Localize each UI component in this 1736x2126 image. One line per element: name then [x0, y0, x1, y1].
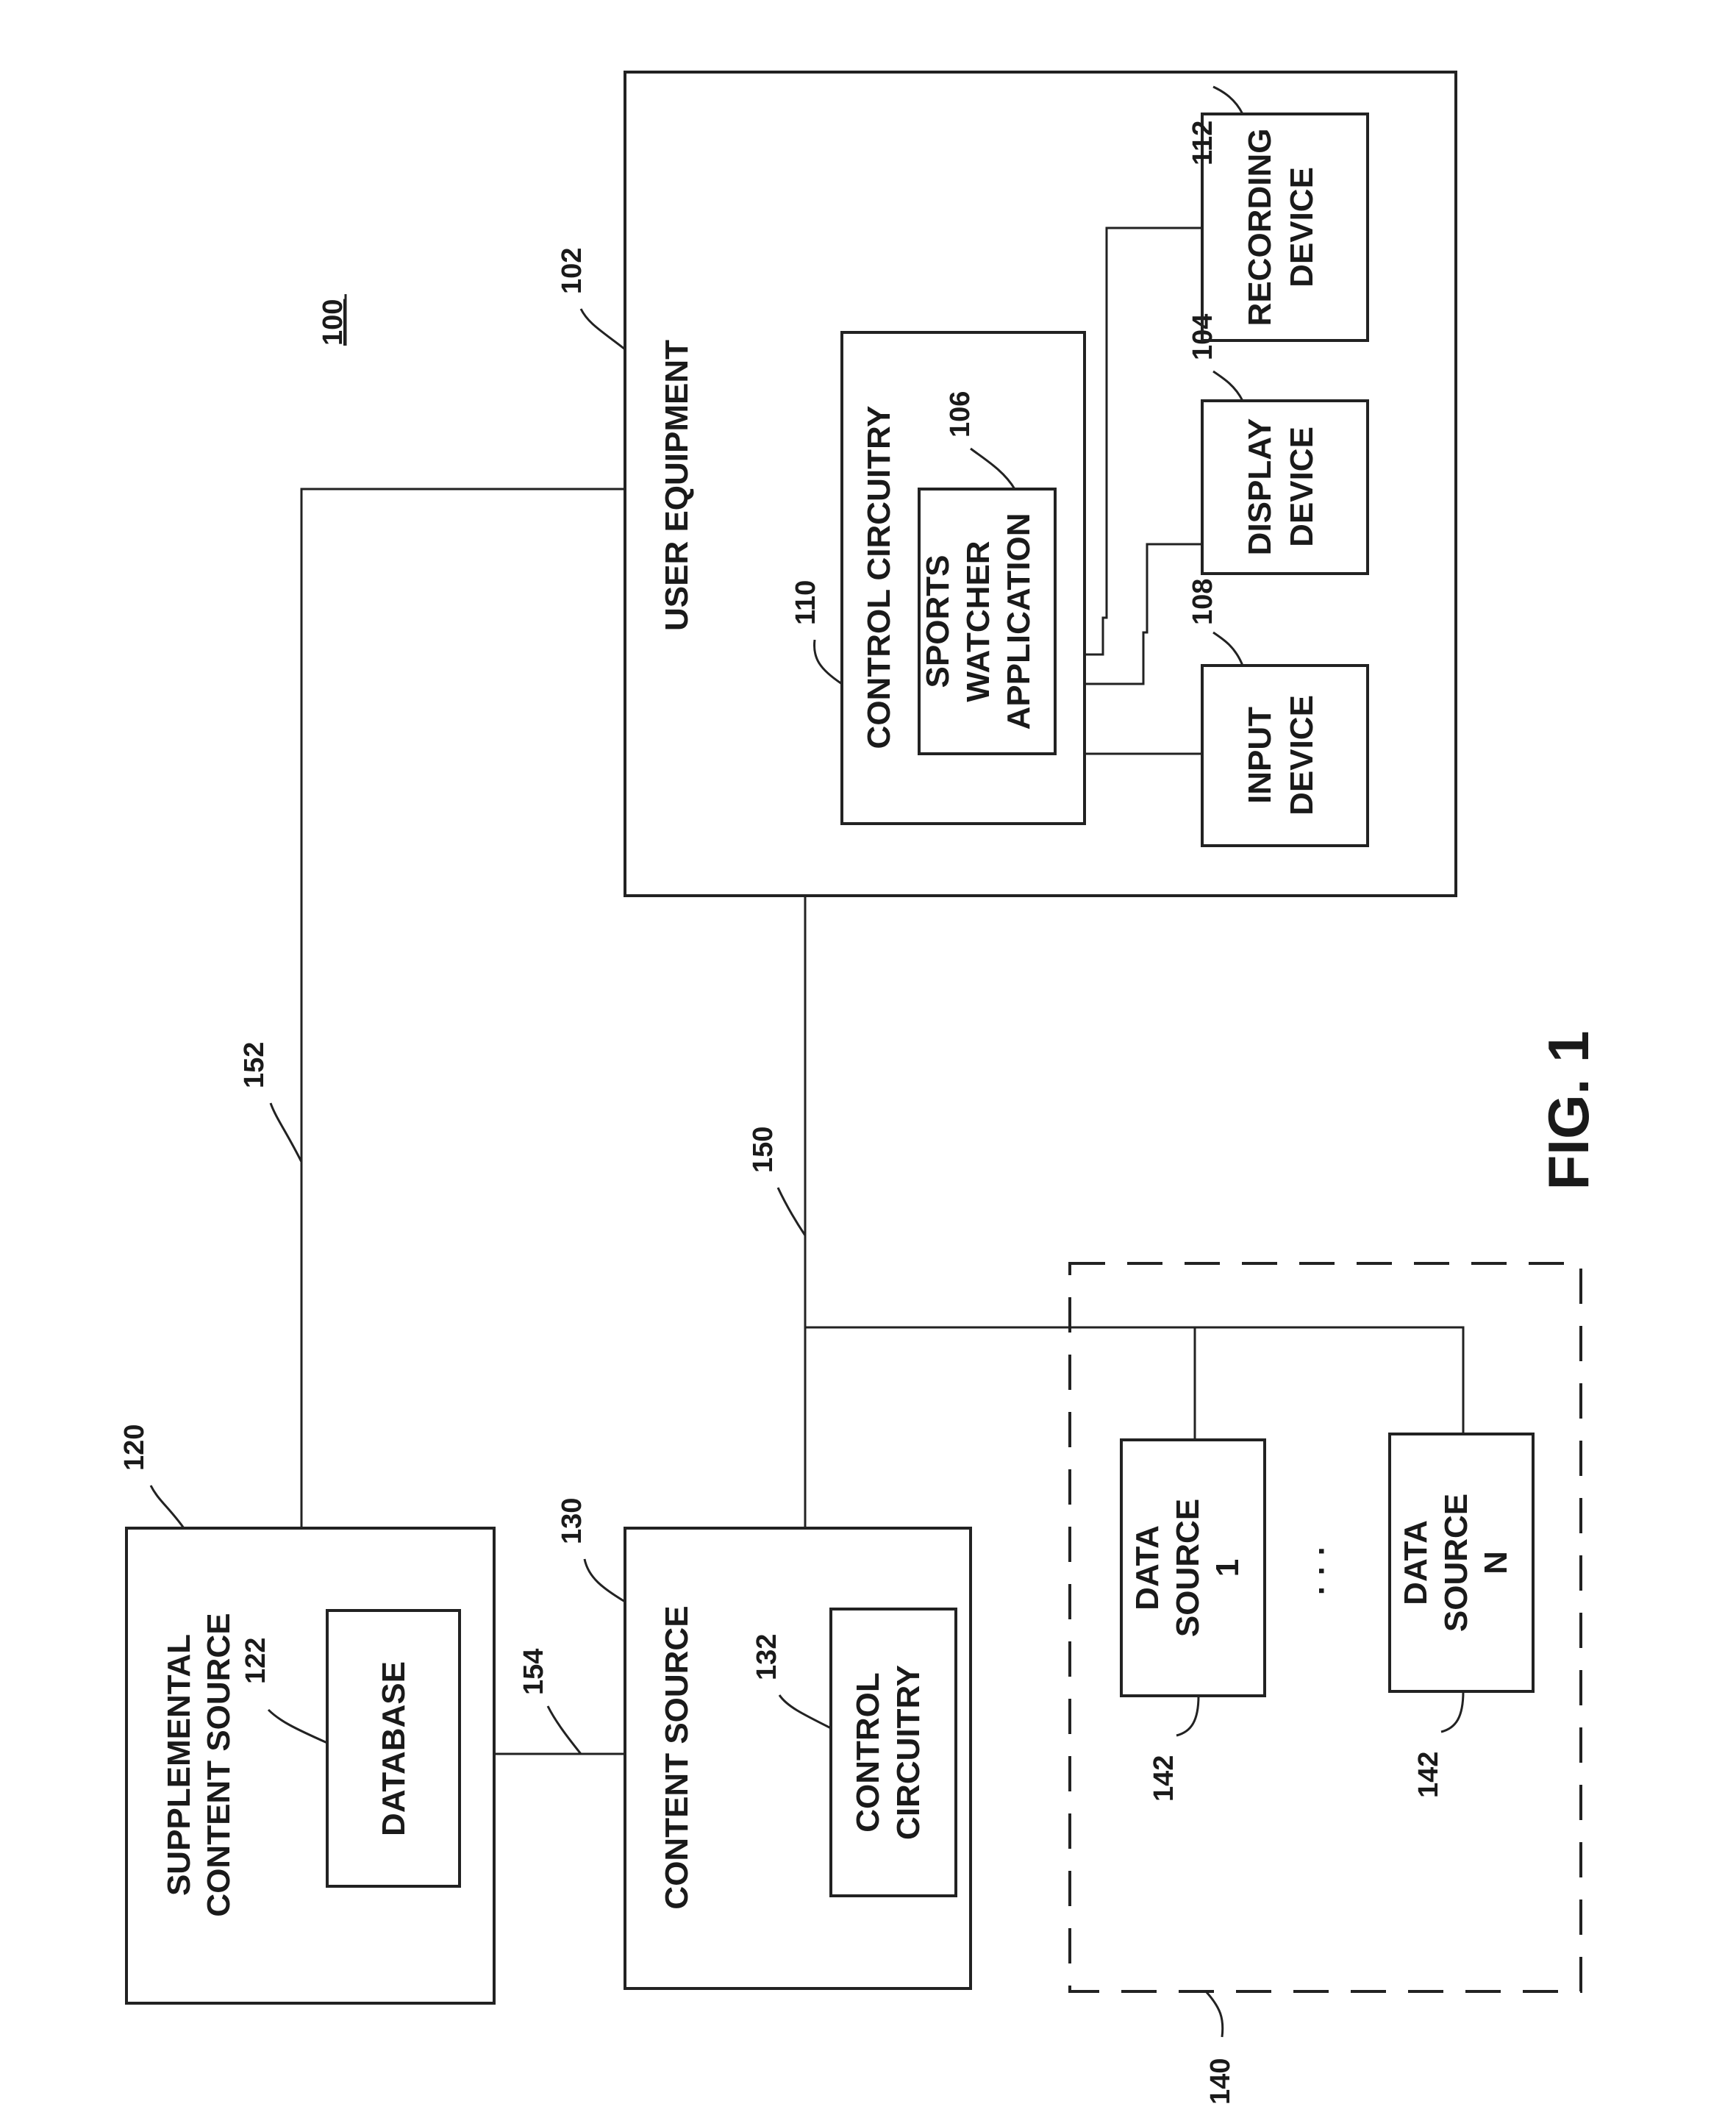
control-circuitry-leader — [814, 640, 842, 684]
content-source-ref: 130 — [557, 1498, 587, 1544]
input-device-leader — [1213, 632, 1243, 666]
data-source-n-line-2: SOURCE — [1438, 1494, 1474, 1632]
data-source-1-line-3: 1 — [1210, 1559, 1246, 1577]
system-ref: 100 — [318, 299, 349, 346]
content-source-control-circuitry-line-2: CIRCUITRY — [890, 1665, 926, 1840]
data-source-n-ref: 142 — [1413, 1752, 1444, 1798]
supplemental-content-source-line-2: CONTENT SOURCE — [201, 1613, 237, 1916]
figure-caption: FIG. 1 — [1536, 1031, 1601, 1191]
content-source-leader — [585, 1559, 625, 1602]
content-source-control-circuitry-line-1: CONTROL — [850, 1672, 886, 1833]
link-154-ref: 154 — [518, 1649, 549, 1695]
data-sources-ellipsis: · · · — [1304, 1545, 1340, 1595]
display-device-leader — [1213, 371, 1243, 401]
control-circuitry-ref: 110 — [790, 580, 821, 625]
input-device-ref: 108 — [1187, 579, 1218, 625]
supplemental-content-source-block: SUPPLEMENTAL CONTENT SOURCE 120 DATABASE… — [119, 1424, 494, 2003]
supplemental-content-source-leader — [151, 1485, 184, 1528]
content-source-control-circuitry-leader — [779, 1695, 831, 1728]
sports-watcher-app-line-1: SPORTS — [920, 555, 956, 688]
content-source-control-circuitry-ref: 132 — [751, 1634, 782, 1680]
input-device-line-1: INPUT — [1242, 707, 1278, 804]
links: 152 150 154 — [239, 489, 1463, 1754]
supplemental-content-source-ref: 120 — [119, 1424, 150, 1471]
app-to-recording-line — [1085, 228, 1202, 654]
data-sources-group-leader — [1206, 1991, 1223, 2037]
data-source-1-line-1: DATA — [1129, 1525, 1165, 1610]
link-150-ref: 150 — [748, 1127, 779, 1173]
recording-device-leader — [1213, 87, 1243, 114]
link-152-leader — [271, 1103, 301, 1162]
data-source-1-ref: 142 — [1149, 1755, 1179, 1802]
data-sources-group-ref: 140 — [1205, 2058, 1236, 2105]
supplemental-content-source-line-1: SUPPLEMENTAL — [161, 1634, 197, 1896]
sports-watcher-app-ref: 106 — [945, 391, 976, 438]
user-equipment-block: USER EQUIPMENT 102 CONTROL CIRCUITRY 110… — [557, 72, 1456, 896]
user-equipment-label: USER EQUIPMENT — [659, 340, 695, 631]
link-152 — [301, 489, 625, 1528]
input-device-line-2: DEVICE — [1284, 695, 1320, 816]
sports-watcher-app-line-2: WATCHER — [960, 541, 996, 702]
recording-device-line-2: DEVICE — [1284, 167, 1320, 288]
content-source-label: CONTENT SOURCE — [659, 1605, 695, 1909]
user-equipment-box — [625, 72, 1456, 896]
sports-watcher-app-leader — [971, 449, 1015, 489]
link-150-leader — [778, 1188, 805, 1235]
data-source-n-line-1: DATA — [1398, 1520, 1434, 1605]
database-ref: 122 — [240, 1638, 271, 1684]
data-sources-block: 140 DATA SOURCE 1 142 DATA SOURCE N 142 … — [1070, 1263, 1581, 2105]
sports-watcher-app-line-3: APPLICATION — [1001, 513, 1037, 730]
data-source-n-line-3: N — [1478, 1551, 1514, 1574]
data-source-1-leader — [1176, 1696, 1199, 1736]
control-circuitry-label: CONTROL CIRCUITRY — [861, 406, 897, 749]
link-150-branch-data-source-n — [805, 1327, 1463, 1434]
data-source-n-leader — [1441, 1691, 1463, 1732]
display-device-line-1: DISPLAY — [1242, 418, 1278, 556]
database-leader — [268, 1710, 327, 1743]
link-152-ref: 152 — [239, 1042, 270, 1088]
app-to-display-line — [1085, 544, 1202, 684]
data-source-1-line-2: SOURCE — [1170, 1499, 1206, 1637]
recording-device-ref: 112 — [1187, 121, 1218, 165]
link-154-leader — [548, 1706, 581, 1754]
content-source-block: CONTENT SOURCE 130 CONTROL CIRCUITRY 132 — [557, 1498, 971, 1988]
database-label: DATABASE — [376, 1661, 412, 1836]
user-equipment-leader — [581, 309, 625, 349]
display-device-line-2: DEVICE — [1284, 427, 1320, 547]
user-equipment-ref: 102 — [557, 248, 587, 294]
recording-device-line-1: RECORDING — [1242, 129, 1278, 327]
data-sources-group-box — [1070, 1263, 1581, 1991]
